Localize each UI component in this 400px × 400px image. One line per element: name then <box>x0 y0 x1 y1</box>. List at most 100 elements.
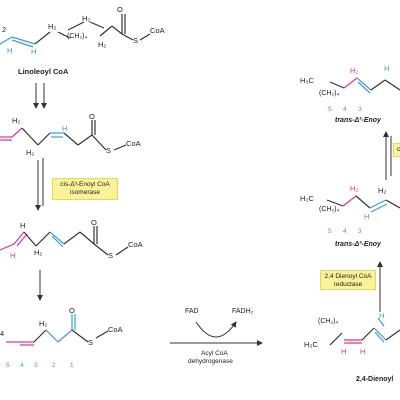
h2-label: H₂ <box>48 22 57 31</box>
fad-label: FAD <box>185 308 199 315</box>
methyl-label: H₃C <box>304 340 318 349</box>
mol4-skeleton <box>6 314 109 346</box>
chain-label: (CH₂)₄ <box>67 33 88 40</box>
bond <box>67 21 85 31</box>
enzyme-name-line1: 2,4 Dienoyl CoA <box>324 273 372 280</box>
methyl-label: H₃C <box>300 194 314 203</box>
h-label: H <box>31 47 37 56</box>
double-bond-b <box>370 203 388 213</box>
double-bond-a <box>356 77 372 91</box>
fadh2-label: FADH₂ <box>232 308 254 315</box>
bond <box>45 329 59 343</box>
bond <box>0 36 13 45</box>
h-label: H <box>20 221 26 230</box>
double-bond-b <box>16 233 28 247</box>
coa-label: CoA <box>126 139 141 148</box>
methyl-label: H₃C <box>300 76 314 85</box>
bond <box>355 195 371 209</box>
h2-label: H₂ <box>39 319 48 328</box>
enzyme-name-line2: isomerase <box>70 189 100 196</box>
double-bond-b <box>374 331 385 343</box>
carbon-number: 2 <box>52 362 56 369</box>
bond <box>34 31 51 45</box>
bond <box>95 330 109 339</box>
bond <box>139 33 151 41</box>
bond <box>57 329 73 343</box>
bond <box>35 231 51 247</box>
bond <box>361 327 375 341</box>
bond <box>115 246 129 256</box>
trans3a-skeleton <box>329 77 400 94</box>
h2-label: H₂ <box>350 66 359 75</box>
carbon-number: 3 <box>358 228 362 235</box>
double-bond-b <box>51 235 64 248</box>
carbon-number: 4 <box>343 228 347 235</box>
enzyme-name-line2: reductase <box>333 281 363 288</box>
bond <box>113 144 127 151</box>
coa-label: CoA <box>150 26 165 35</box>
cis-isomerase-box: cis <box>393 143 400 157</box>
bond <box>370 79 386 91</box>
bond <box>377 317 385 327</box>
bond <box>329 332 343 346</box>
bond <box>79 231 95 245</box>
sulfur-label: S <box>88 338 94 347</box>
double-bond-a <box>49 231 65 245</box>
h2-label: H₂ <box>350 184 359 193</box>
bond <box>89 21 105 29</box>
trans-enoyl-name: trans-Δ³-Enoy <box>335 241 381 248</box>
double-bond-a <box>369 199 387 209</box>
bond <box>0 243 15 251</box>
sulfur-label: S <box>106 146 112 155</box>
h2-label: H₂ <box>34 248 43 257</box>
bond <box>91 134 107 151</box>
bond <box>121 33 134 41</box>
isomerase-arrow <box>35 158 44 211</box>
h-label: H <box>62 124 68 133</box>
carbon-number: 5 <box>328 228 332 235</box>
h2-label: H₂ <box>12 116 21 125</box>
carbon-number: 5 <box>328 106 332 113</box>
double-bond-a <box>13 231 25 245</box>
enzyme-name-fragment: cis <box>397 146 400 153</box>
sulfur-label: S <box>108 251 114 260</box>
bond <box>384 79 400 91</box>
right-isomerase-arrow <box>383 131 392 180</box>
oxygen-label: O <box>91 218 97 227</box>
h-label: H <box>364 212 370 221</box>
h2-label: H₂ <box>378 186 387 195</box>
h-label: H <box>360 347 366 356</box>
h2-label: H₂ <box>26 148 35 157</box>
h-label: H <box>7 46 13 55</box>
carbon-number: 1 <box>70 362 74 369</box>
double-bond-a <box>373 327 387 341</box>
enzyme-name-line2: dehydrogenase <box>188 358 233 365</box>
oxygen-label: O <box>89 112 95 121</box>
bond <box>329 81 345 89</box>
carbon-number: 5 <box>6 362 10 369</box>
partial-position-number: 4 <box>0 329 5 338</box>
bond <box>342 195 357 207</box>
linoleoyl-coa-name: Linoleoyl CoA <box>18 67 69 76</box>
reductase-box: 2,4 Dienoyl CoA reductase <box>320 270 376 290</box>
oxygen-label: O <box>69 306 75 315</box>
double-bond-a <box>11 36 36 45</box>
dienoyl-name: 2,4-Dienoyl <box>356 376 394 383</box>
enzyme-name-line1: Acyl CoA <box>201 350 228 357</box>
bond <box>21 127 39 146</box>
linoleoyl-skeleton <box>0 14 151 48</box>
h-label: H <box>379 311 385 320</box>
carbon-number: 4 <box>20 362 24 369</box>
bond <box>11 127 23 138</box>
bond <box>99 25 113 37</box>
double-bond-b <box>11 39 34 48</box>
h-label: H <box>10 251 16 260</box>
cofactor-curve <box>195 321 237 338</box>
oxygen-label: O <box>117 5 123 14</box>
trans3b-skeleton <box>326 195 400 213</box>
bond <box>33 329 47 343</box>
chain-label: (CH₂)₄ <box>319 206 340 213</box>
mol2-skeleton <box>0 120 127 151</box>
bond <box>37 132 51 146</box>
